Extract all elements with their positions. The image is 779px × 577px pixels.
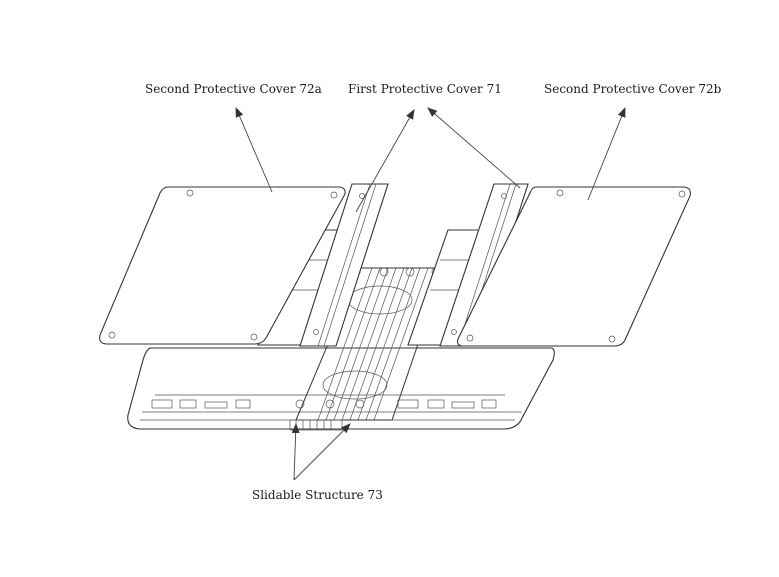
label-second-cover-72a: Second Protective Cover 72a (145, 82, 322, 96)
first-cover-left-rail (299, 183, 389, 347)
label-slidable-structure-73: Slidable Structure 73 (252, 488, 383, 502)
leader-72b (587, 107, 626, 201)
leader-73-left (291, 423, 300, 481)
second-cover-72a-panel (99, 186, 346, 345)
label-second-cover-72b: Second Protective Cover 72b (544, 82, 722, 96)
leader-lines (235, 107, 626, 481)
leader-71-left (355, 109, 415, 213)
leader-73-right (293, 423, 351, 481)
leader-72a (235, 107, 273, 193)
device-base (127, 347, 555, 430)
leader-71-right (427, 107, 521, 189)
label-first-cover-71: First Protective Cover 71 (348, 82, 502, 96)
second-cover-72b-panel (456, 186, 691, 347)
